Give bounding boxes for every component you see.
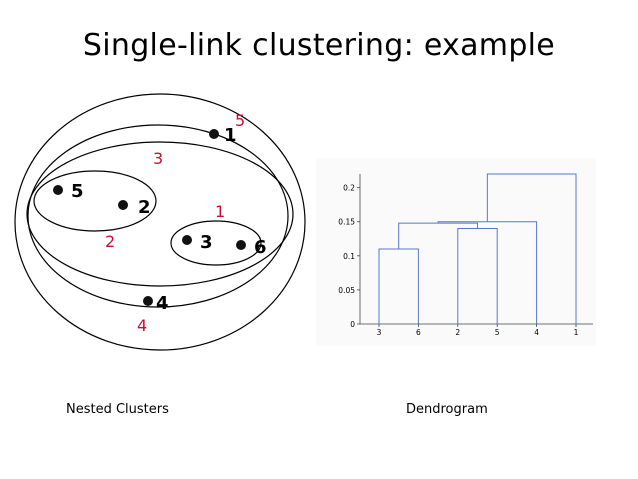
leaf-label: 5 — [495, 328, 500, 337]
point-dot-4 — [143, 296, 153, 306]
merge-label-1: 1 — [215, 202, 225, 221]
cluster-outline-1 — [170, 220, 262, 266]
point-dot-1 — [209, 129, 219, 139]
merge-label-2: 2 — [105, 232, 115, 251]
point-dot-6 — [236, 240, 246, 250]
cluster-outline-3 — [26, 141, 294, 287]
merge-label-3: 3 — [153, 149, 163, 168]
dendrogram-chart: 0 0.05 0.1 0.15 0.2 3 6 2 5 4 1 — [316, 158, 596, 346]
leaf-label: 4 — [534, 328, 539, 337]
point-label-5: 5 — [71, 181, 84, 202]
cluster-outline-4 — [27, 124, 289, 308]
point-label-3: 3 — [200, 232, 213, 253]
leaf-label: 3 — [377, 328, 382, 337]
point-dot-3 — [182, 235, 192, 245]
point-label-2: 2 — [138, 197, 151, 218]
y-tick-label: 0 — [350, 320, 355, 329]
point-label-6: 6 — [254, 237, 267, 258]
y-tick-label: 0.1 — [343, 252, 355, 261]
page-title: Single-link clustering: example — [82, 28, 556, 63]
leaf-label: 6 — [416, 328, 421, 337]
point-dot-5 — [53, 185, 63, 195]
leaf-label: 2 — [455, 328, 460, 337]
merge-label-5: 5 — [235, 111, 245, 130]
y-tick-label: 0.2 — [343, 184, 355, 193]
leaf-label: 1 — [574, 328, 579, 337]
nested-clusters-caption: Nested Clusters — [66, 402, 169, 417]
dendrogram-link — [398, 222, 478, 249]
y-tick-label: 0.15 — [338, 218, 355, 227]
cluster-outline-5 — [14, 93, 306, 351]
cluster-outline-2 — [33, 170, 157, 232]
point-dot-2 — [118, 200, 128, 210]
y-tick-label: 0.05 — [338, 286, 355, 295]
dendrogram-link — [486, 173, 577, 324]
dendrogram-caption: Dendrogram — [406, 402, 488, 417]
point-label-1: 1 — [224, 125, 237, 146]
merge-label-4: 4 — [137, 316, 147, 335]
point-label-4: 4 — [156, 293, 169, 314]
dendrogram-background — [316, 158, 596, 346]
